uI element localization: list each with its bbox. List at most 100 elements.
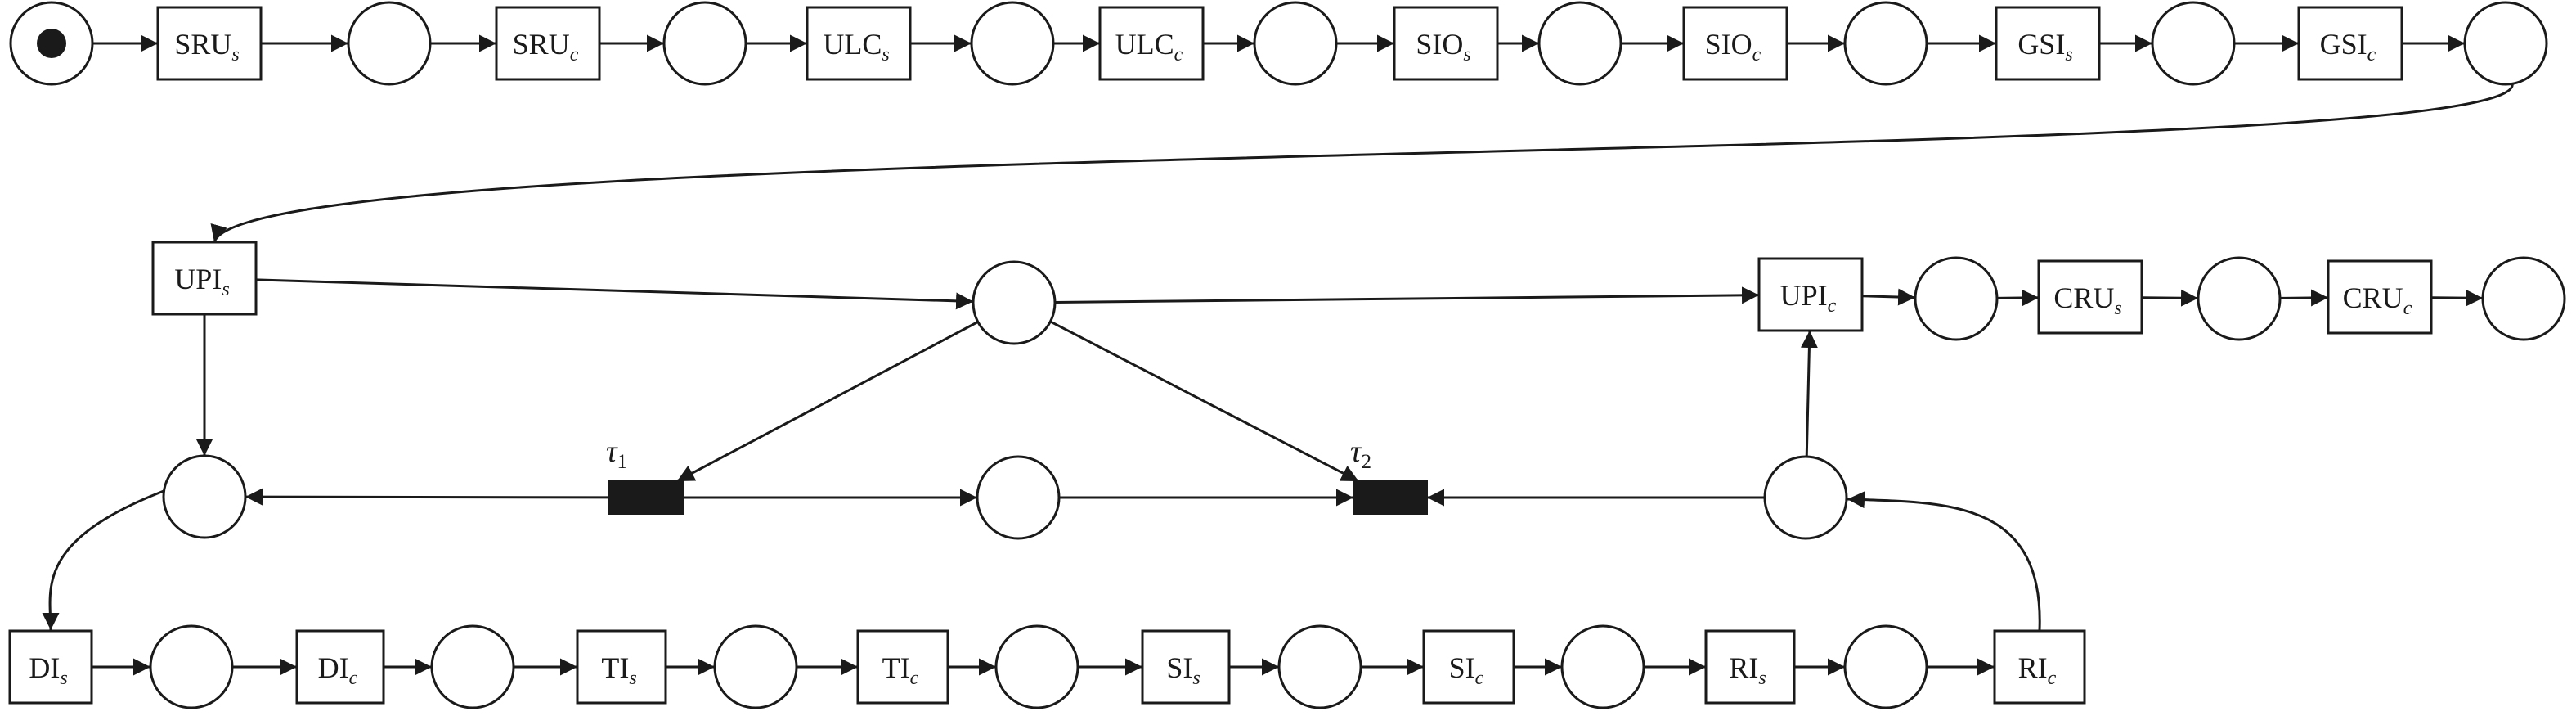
transition-box (1682, 6, 1788, 81)
place-circle (2481, 256, 2566, 341)
place-p-right (1763, 455, 1848, 540)
transition-box (1993, 629, 2086, 705)
transition-label: UPIc (1780, 279, 1837, 317)
transition-label: SRUc (513, 28, 579, 65)
place-p-b5 (1277, 624, 1362, 709)
place-p3 (970, 1, 1055, 86)
transition-label: SRUs (174, 28, 239, 65)
transition-box (576, 629, 667, 705)
transition-box (1995, 6, 2101, 81)
transition-box (495, 6, 601, 81)
transition-box (1422, 629, 1515, 705)
transition-si-c: SIc (1422, 629, 1515, 705)
transition-label: ULCc (1115, 28, 1183, 65)
transition-sio-c: SIOc (1682, 6, 1788, 81)
transition-label: DIs (29, 651, 67, 689)
place-circle (1560, 624, 1645, 709)
place-circle (976, 455, 1061, 540)
place-p-b6 (1560, 624, 1645, 709)
place-circle (162, 454, 247, 539)
place-p2 (662, 1, 747, 86)
arc-p-right-to-t-upi-c (1800, 330, 1818, 457)
transition-ri-s: RIs (1704, 629, 1796, 705)
transition-label: CRUs (2053, 281, 2121, 319)
place-circle (347, 1, 432, 86)
place-circle (1277, 624, 1362, 709)
transition-box (2037, 259, 2143, 335)
silent-transition-label: τ2 (1350, 435, 1371, 473)
place-p-upc (1914, 256, 1999, 341)
place-p-b3 (713, 624, 798, 709)
transition-label: GSIc (2320, 28, 2376, 65)
transition-di-c: DIc (295, 629, 385, 705)
place-circle (1537, 1, 1622, 86)
arc-p-mid-to-tau2 (1049, 320, 1360, 483)
transition-sru-s: SRUs (156, 6, 263, 81)
transition-label: TIc (882, 651, 919, 689)
place-p0 (9, 1, 94, 86)
arc-t-upi-c-to-p-upc (1861, 288, 1916, 306)
arc-t-upi-s-to-p-mid (255, 278, 974, 310)
transition-label: GSIs (2017, 28, 2072, 65)
place-circle (970, 1, 1055, 86)
place-circle (972, 260, 1057, 345)
place-circle (1914, 256, 1999, 341)
transition-box (806, 6, 912, 81)
transition-label: DIc (318, 651, 358, 689)
transition-label: TIs (601, 651, 636, 689)
silent-transition-box (1353, 480, 1428, 515)
place-p-mid (972, 260, 1057, 345)
silent-transition-label: τ1 (606, 435, 627, 473)
transition-di-s: DIs (8, 629, 93, 705)
transition-label: RIc (2018, 651, 2057, 689)
transition-box (1141, 629, 1231, 705)
transition-upi-s: UPIs (151, 241, 258, 316)
arc-p-mid-to-tau1 (676, 321, 979, 483)
place-p-b1 (149, 624, 234, 709)
transition-ulc-s: ULCs (806, 6, 912, 81)
transition-gsi-s: GSIs (1995, 6, 2101, 81)
place-circle (149, 624, 234, 709)
place-p7 (2151, 1, 2236, 86)
transition-ulc-c: ULCc (1098, 6, 1205, 81)
transition-ti-s: TIs (576, 629, 667, 705)
arc-t-ri-c-to-p-right (1847, 491, 2041, 631)
place-p4 (1253, 1, 1338, 86)
place-circle (1763, 455, 1848, 540)
place-circle (1843, 624, 1928, 709)
transition-cru-s: CRUs (2037, 259, 2143, 335)
transition-box (2297, 6, 2403, 81)
place-circle (1843, 1, 1928, 86)
place-circle (994, 624, 1079, 709)
transition-sio-s: SIOs (1393, 6, 1499, 81)
silent-transition-box (608, 480, 684, 515)
place-p5 (1537, 1, 1622, 86)
place-circle (1253, 1, 1338, 86)
place-circle (2463, 1, 2548, 86)
transition-label: SIOs (1416, 28, 1470, 65)
transition-box (1757, 257, 1864, 332)
place-circle (662, 1, 747, 86)
transition-box (8, 629, 93, 705)
transition-label: RIs (1729, 651, 1766, 689)
place-circle (2197, 256, 2282, 341)
transition-label: UPIs (174, 263, 229, 300)
arc-t-cru-s-to-p-crs (2141, 289, 2199, 307)
arc-p-crs-to-t-cru-c (2279, 289, 2329, 307)
transition-ti-c: TIc (856, 629, 949, 705)
place-circle (430, 624, 515, 709)
place-p1 (347, 1, 432, 86)
transition-label: SIOc (1705, 28, 1761, 65)
transition-ri-c: RIc (1993, 629, 2086, 705)
transition-box (1393, 6, 1499, 81)
place-p-b4 (994, 624, 1079, 709)
transition-label: CRUc (2343, 281, 2412, 319)
transition-box (151, 241, 258, 316)
arc-p-left-to-t-di-s (42, 487, 171, 631)
silent-transition-tau1: τ1 (606, 435, 684, 515)
arc-t-cru-c-to-p-end (2430, 289, 2484, 307)
transition-label: SIc (1449, 651, 1484, 689)
silent-transition-tau2: τ2 (1350, 435, 1428, 515)
place-p-end (2481, 256, 2566, 341)
